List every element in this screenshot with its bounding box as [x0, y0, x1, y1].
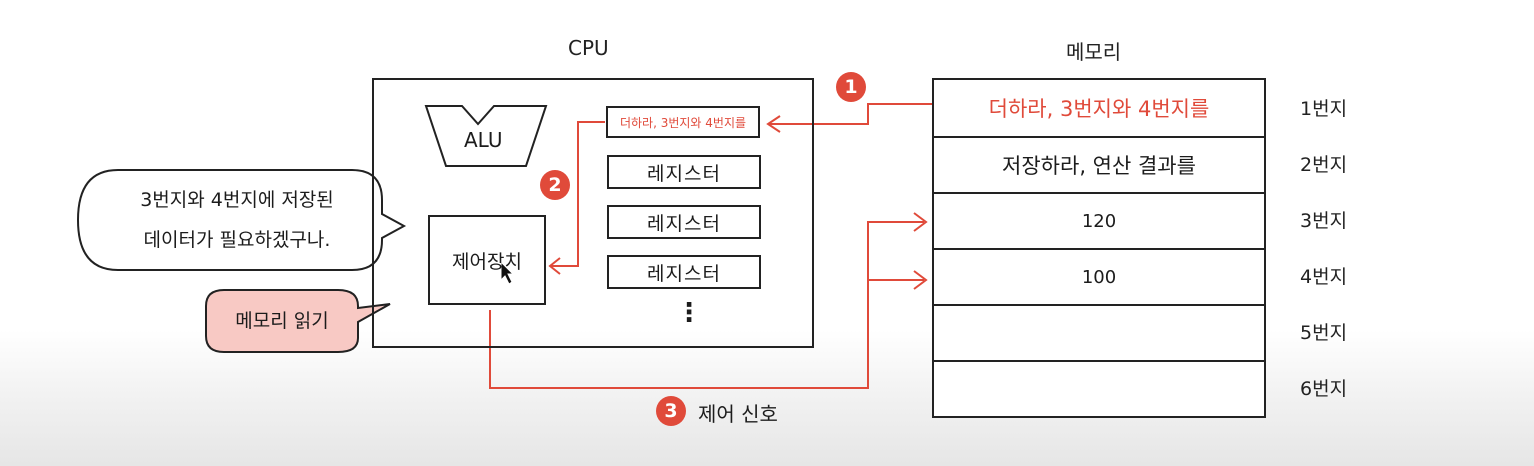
cpu-box — [372, 78, 814, 348]
alu-label: ALU — [464, 128, 503, 152]
control-unit: 제어장치 — [428, 215, 546, 305]
speech-bubble-action — [205, 289, 391, 353]
thought-text: 3번지와 4번지에 저장된 데이터가 필요하겠구나. — [92, 180, 382, 260]
address-1: 1번지 — [1300, 98, 1348, 120]
memory-cell-6 — [934, 360, 1264, 416]
step-3-badge: 3 — [656, 396, 686, 426]
arrow-control-signal — [489, 221, 924, 389]
register-1: 레지스터 — [607, 155, 761, 189]
alu-shape — [424, 105, 548, 167]
register-ellipsis: ⋮ — [676, 298, 702, 328]
memory-cell-3: 120 — [934, 192, 1264, 248]
thought-line-2: 데이터가 필요하겠구나. — [143, 229, 331, 251]
cpu-title: CPU — [568, 36, 609, 60]
arrow-to-control-unit — [550, 121, 605, 267]
address-2: 2번지 — [1300, 154, 1348, 176]
memory-title: 메모리 — [1066, 40, 1122, 64]
speech-bubble-thought — [76, 169, 407, 271]
mouse-cursor-icon — [500, 260, 515, 285]
address-6: 6번지 — [1300, 378, 1348, 400]
address-5: 5번지 — [1300, 322, 1348, 344]
register-2: 레지스터 — [607, 205, 761, 239]
action-text: 메모리 읽기 — [235, 310, 329, 332]
memory-box: 더하라, 3번지와 4번지를 저장하라, 연산 결과를 120 100 — [932, 78, 1266, 418]
arrow-head-control-unit — [548, 257, 561, 275]
control-signal-label: 제어 신호 — [698, 402, 778, 426]
address-4: 4번지 — [1300, 266, 1348, 288]
memory-cell-5 — [934, 304, 1264, 360]
memory-cell-2: 저장하라, 연산 결과를 — [934, 136, 1264, 192]
arrow-head-cell4 — [913, 270, 928, 290]
step-2-badge: 2 — [540, 170, 570, 200]
register-3: 레지스터 — [607, 255, 761, 289]
arrow-fetch-instruction — [768, 103, 932, 125]
control-unit-label: 제어장치 — [452, 250, 522, 273]
register-instruction: 더하라, 3번지와 4번지를 — [606, 106, 760, 138]
step-1-badge: 1 — [836, 72, 866, 102]
memory-cell-1: 더하라, 3번지와 4번지를 — [988, 97, 1210, 121]
thought-line-1: 3번지와 4번지에 저장된 — [140, 189, 334, 211]
memory-cell-4: 100 — [934, 248, 1264, 304]
arrow-head-register — [766, 115, 781, 133]
arrow-head-cell3 — [913, 212, 928, 232]
address-3: 3번지 — [1300, 210, 1348, 232]
